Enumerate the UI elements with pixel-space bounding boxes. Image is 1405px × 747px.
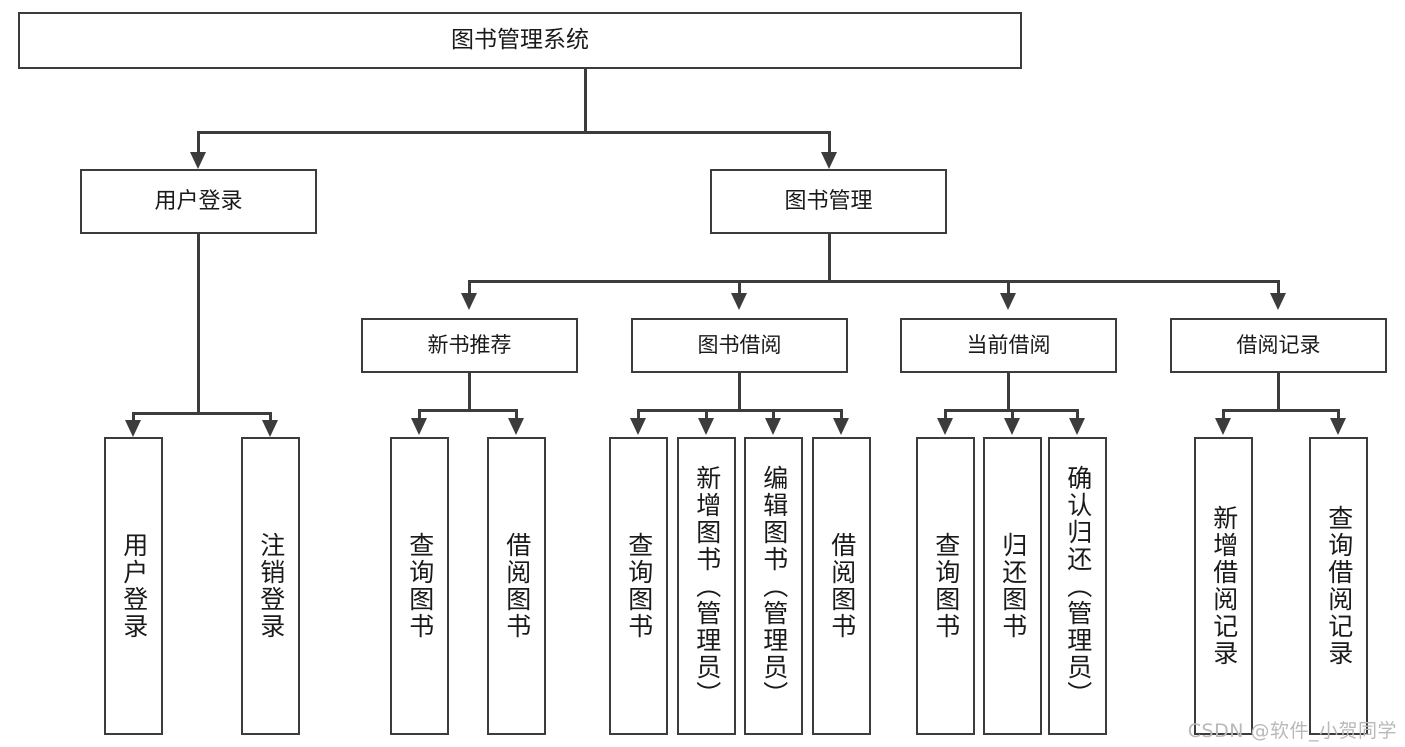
- leaf-new-book-1[interactable]: 查询图书: [390, 437, 449, 735]
- node-label: 注销登录: [256, 532, 286, 640]
- connector-currentborrow-drop-3: [1076, 409, 1079, 419]
- node-label: 新增借阅记录: [1209, 505, 1239, 667]
- connector-root-drop-1: [197, 131, 200, 154]
- connector-book-drop-4: [1277, 280, 1280, 295]
- leaf-current-borrow-2[interactable]: 归还图书: [983, 437, 1042, 735]
- leaf-user-login-1[interactable]: 用户登录: [104, 437, 163, 735]
- node-label: 图书管理: [784, 188, 873, 214]
- arrowhead-newbook-leaf-1: [411, 418, 427, 435]
- node-label: 查询图书: [931, 532, 961, 640]
- leaf-book-borrow-4[interactable]: 借阅图书: [812, 437, 871, 735]
- node-book-borrow[interactable]: 图书借阅: [631, 318, 848, 373]
- leaf-book-borrow-2[interactable]: 新增图书（管理员）: [677, 437, 736, 735]
- node-borrow-record[interactable]: 借阅记录: [1170, 318, 1387, 373]
- arrowhead-bookborrow-leaf-2: [698, 418, 714, 435]
- arrowhead-to-current-borrow: [1000, 293, 1016, 310]
- node-label: 确认归还（管理员）: [1063, 464, 1093, 708]
- connector-root-stem: [584, 69, 587, 132]
- connector-user-bus: [132, 412, 271, 415]
- connector-currentborrow-drop-2: [1011, 409, 1014, 419]
- connector-book-drop-1: [468, 280, 471, 295]
- node-label: 查询图书: [405, 532, 435, 640]
- connector-bookborrow-drop-2: [705, 409, 708, 419]
- node-new-book-recommend[interactable]: 新书推荐: [361, 318, 578, 373]
- node-label: 用户登录: [119, 532, 149, 640]
- connector-borrowrecord-bus: [1222, 409, 1339, 412]
- arrowhead-borrowrecord-leaf-1: [1215, 418, 1231, 435]
- node-label: 当前借阅: [966, 333, 1051, 357]
- connector-user-drop-1: [132, 412, 135, 422]
- connector-newbook-drop-1: [418, 409, 421, 419]
- connector-root-drop-2: [828, 131, 831, 154]
- connector-user-stem: [197, 234, 200, 414]
- node-label: 查询图书: [624, 532, 654, 640]
- arrowhead-to-user-login: [190, 152, 206, 169]
- arrowhead-currentborrow-leaf-1: [937, 418, 953, 435]
- connector-newbook-drop-2: [515, 409, 518, 419]
- arrowhead-currentborrow-leaf-3: [1069, 418, 1085, 435]
- node-label: 借阅记录: [1236, 333, 1321, 357]
- leaf-user-login-2[interactable]: 注销登录: [241, 437, 300, 735]
- arrowhead-to-new-book: [461, 293, 477, 310]
- leaf-current-borrow-1[interactable]: 查询图书: [916, 437, 975, 735]
- arrowhead-to-book-manage: [821, 152, 837, 169]
- node-label: 归还图书: [998, 532, 1028, 640]
- arrowhead-currentborrow-leaf-2: [1004, 418, 1020, 435]
- node-label: 图书借阅: [697, 333, 782, 357]
- leaf-new-book-2[interactable]: 借阅图书: [487, 437, 546, 735]
- arrowhead-bookborrow-leaf-1: [630, 418, 646, 435]
- node-label: 借阅图书: [827, 532, 857, 640]
- connector-root-bus: [197, 131, 831, 134]
- node-root-system[interactable]: 图书管理系统: [18, 12, 1022, 69]
- connector-bookborrow-drop-4: [840, 409, 843, 419]
- connector-book-drop-3: [1007, 280, 1010, 295]
- connector-currentborrow-bus: [944, 409, 1076, 412]
- node-label: 图书管理系统: [451, 27, 589, 53]
- node-label: 查询借阅记录: [1324, 505, 1354, 667]
- node-user-login[interactable]: 用户登录: [80, 169, 317, 234]
- connector-newbook-bus: [418, 409, 517, 412]
- connector-borrowrecord-drop-2: [1337, 409, 1340, 419]
- arrowhead-newbook-leaf-2: [508, 418, 524, 435]
- connector-book-stem: [828, 234, 831, 282]
- connector-bookborrow-bus: [637, 409, 842, 412]
- arrowhead-to-book-borrow: [731, 293, 747, 310]
- arrowhead-user-leaf-2: [262, 420, 278, 437]
- connector-newbook-stem: [468, 373, 471, 411]
- connector-borrowrecord-drop-1: [1222, 409, 1225, 419]
- connector-borrowrecord-stem: [1277, 373, 1280, 411]
- connector-bookborrow-drop-3: [772, 409, 775, 419]
- node-book-manage[interactable]: 图书管理: [710, 169, 947, 234]
- connector-user-drop-2: [269, 412, 272, 422]
- connector-bookborrow-drop-1: [637, 409, 640, 419]
- watermark: CSDN @软件_小贺同学: [1187, 720, 1397, 742]
- leaf-borrow-record-1[interactable]: 新增借阅记录: [1194, 437, 1253, 735]
- node-label: 新书推荐: [427, 333, 512, 357]
- node-current-borrow[interactable]: 当前借阅: [900, 318, 1117, 373]
- arrowhead-borrowrecord-leaf-2: [1330, 418, 1346, 435]
- arrowhead-bookborrow-leaf-3: [765, 418, 781, 435]
- leaf-book-borrow-1[interactable]: 查询图书: [609, 437, 668, 735]
- node-label: 借阅图书: [502, 532, 532, 640]
- connector-bookborrow-stem: [738, 373, 741, 411]
- node-label: 用户登录: [154, 188, 243, 214]
- node-label: 编辑图书（管理员）: [759, 464, 789, 708]
- leaf-book-borrow-3[interactable]: 编辑图书（管理员）: [744, 437, 803, 735]
- arrowhead-bookborrow-leaf-4: [833, 418, 849, 435]
- connector-book-bus: [468, 280, 1280, 283]
- leaf-current-borrow-3[interactable]: 确认归还（管理员）: [1048, 437, 1107, 735]
- node-label: 新增图书（管理员）: [692, 464, 722, 708]
- connector-currentborrow-drop-1: [944, 409, 947, 419]
- connector-currentborrow-stem: [1007, 373, 1010, 411]
- leaf-borrow-record-2[interactable]: 查询借阅记录: [1309, 437, 1368, 735]
- connector-book-drop-2: [738, 280, 741, 295]
- arrowhead-to-borrow-record: [1270, 293, 1286, 310]
- arrowhead-user-leaf-1: [125, 420, 141, 437]
